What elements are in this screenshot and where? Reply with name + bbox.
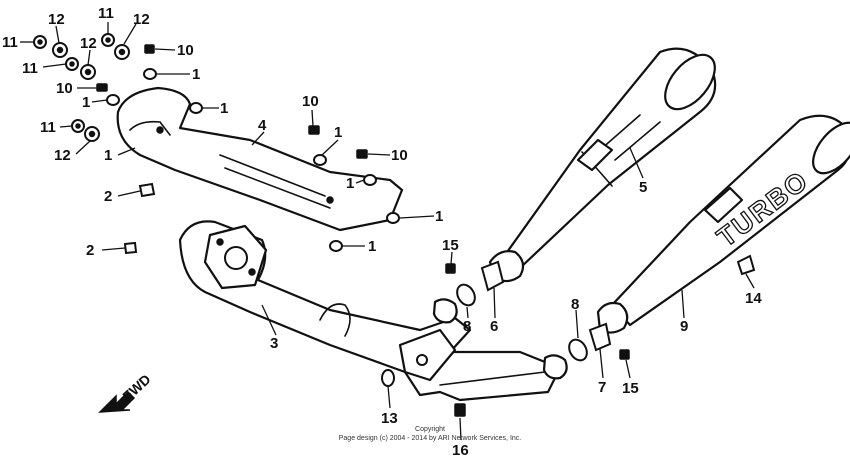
- exhaust-pipe-assembly[interactable]: [178, 220, 568, 402]
- callout-10: 10: [56, 80, 73, 97]
- callout-1: 1: [334, 124, 342, 141]
- callout-12: 12: [54, 147, 71, 164]
- callout-numbers: 11 12 11 12 11 12 10 1 10 1 1 11 12 1 2 …: [2, 5, 762, 459]
- callout-1: 1: [192, 66, 200, 83]
- callout-5: 5: [639, 179, 647, 196]
- fwd-label: FWD: [119, 371, 153, 404]
- callout-12: 12: [80, 35, 97, 52]
- callout-1: 1: [435, 208, 443, 225]
- copyright-line-1: Copyright: [415, 426, 445, 433]
- callout-1: 1: [220, 100, 228, 117]
- callout-11: 11: [2, 34, 18, 51]
- callout-11: 11: [22, 60, 38, 77]
- callout-1: 1: [104, 147, 112, 164]
- callout-16: 16: [452, 442, 469, 459]
- callout-11: 11: [98, 5, 114, 22]
- heat-shield[interactable]: [116, 86, 404, 232]
- callout-1: 1: [82, 94, 90, 111]
- callout-2: 2: [86, 242, 94, 259]
- callout-9: 9: [680, 318, 688, 335]
- callout-12: 12: [133, 11, 150, 28]
- callout-10: 10: [177, 42, 194, 59]
- callout-2: 2: [104, 188, 112, 205]
- leader-lines: [20, 22, 755, 441]
- callout-13: 13: [381, 410, 398, 427]
- fwd-arrow-icon: [98, 390, 136, 413]
- callout-15: 15: [442, 237, 459, 254]
- callout-8: 8: [571, 296, 579, 313]
- callout-12: 12: [48, 11, 65, 28]
- callout-11: 11: [40, 119, 56, 136]
- muffler-upper[interactable]: [488, 46, 724, 283]
- callout-10: 10: [302, 93, 319, 110]
- forward-direction-indicator: FWD: [98, 371, 154, 413]
- hardware-parts[interactable]: [33, 33, 756, 417]
- callout-8: 8: [463, 318, 471, 335]
- callout-6: 6: [490, 318, 498, 335]
- callout-1: 1: [346, 175, 354, 192]
- callout-14: 14: [745, 290, 762, 307]
- callout-3: 3: [270, 335, 278, 352]
- callout-4: 4: [258, 117, 267, 134]
- callout-10: 10: [391, 147, 408, 164]
- copyright-notice: Copyright Page design (c) 2004 - 2014 by…: [339, 426, 522, 442]
- callout-15: 15: [622, 380, 639, 397]
- callout-1: 1: [368, 238, 376, 255]
- callout-7: 7: [598, 379, 606, 396]
- copyright-line-2: Page design (c) 2004 - 2014 by ARI Netwo…: [339, 435, 522, 442]
